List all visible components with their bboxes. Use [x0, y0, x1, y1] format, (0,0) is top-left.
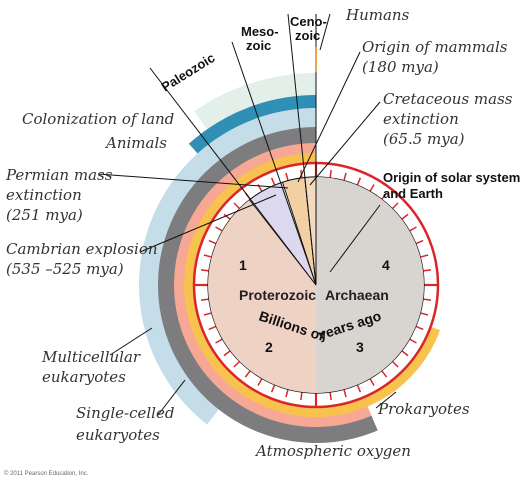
clock-tick — [356, 177, 362, 186]
clock-tick — [300, 391, 303, 401]
clock-number-4: 4 — [382, 257, 390, 273]
label-permian-1: Permian mass — [5, 166, 113, 184]
clock-tick — [270, 177, 276, 186]
clock-tick — [391, 360, 399, 368]
eon-label-archaean: Archaean — [325, 287, 389, 303]
clock-tick — [422, 298, 432, 301]
label-animals: Animals — [104, 134, 167, 152]
era-label-paleozoic: Paleozoic — [159, 50, 218, 94]
clock-number-1: 1 — [239, 257, 247, 273]
label-humans: Humans — [345, 6, 410, 24]
clock-tick — [422, 269, 432, 272]
leader-humans — [319, 13, 331, 51]
clock-tick — [203, 254, 212, 258]
label-mammals-1: Origin of mammals — [362, 38, 508, 56]
label-colonization: Colonization of land — [22, 110, 174, 128]
clock-tick — [381, 192, 388, 200]
clock-tick — [233, 360, 241, 368]
leader-cambrian — [139, 194, 277, 253]
clock-tick — [257, 378, 263, 386]
archaean-sector — [316, 177, 424, 393]
label-prokaryotes: Prokaryotes — [377, 400, 470, 418]
era-line-paleozoic-start — [149, 67, 317, 286]
label-solar-1: Origin of solar system — [383, 170, 520, 185]
clock-tick — [369, 184, 375, 192]
clock-number-3: 3 — [356, 339, 364, 355]
label-cretaceous-1: Cretaceous mass — [383, 90, 513, 108]
label-single-celled-1: Single-celled — [76, 404, 174, 422]
leader-multicellular — [109, 327, 153, 356]
clock-tick — [369, 378, 375, 386]
clock-tick — [285, 172, 289, 181]
clock-tick — [420, 312, 429, 316]
eon-label-proterozoic: Proterozoic — [239, 287, 316, 303]
copyright-text: © 2011 Pearson Education, Inc. — [4, 470, 89, 477]
leader-prokaryotes — [375, 391, 397, 409]
label-permian-2: extinction — [6, 186, 82, 204]
clock-tick — [233, 202, 241, 210]
clock-tick — [409, 338, 417, 344]
era-line-mesozoic-cenozoic — [287, 13, 317, 286]
clock-tick — [270, 384, 276, 393]
label-cambrian-1: Cambrian explosion — [6, 240, 158, 258]
label-multicellular-1: Multicellular — [41, 348, 141, 366]
label-cambrian-2: (535 –525 mya) — [6, 260, 124, 278]
label-mammals-2: (180 mya) — [362, 58, 439, 76]
multicellular-eukaryotes-band — [138, 108, 316, 425]
clock-tick — [200, 269, 210, 272]
leader-cretaceous — [309, 101, 381, 186]
label-solar-2: and Earth — [383, 186, 443, 201]
clock-tick — [329, 169, 332, 179]
clock-tick — [223, 350, 231, 357]
era-label-mesozoic-1: Meso- — [241, 24, 279, 39]
clock-tick — [343, 389, 347, 398]
clock-tick — [203, 312, 212, 316]
label-single-celled-2: eukaryotes — [76, 426, 160, 444]
leader-single-celled — [157, 379, 186, 416]
era-label-cenozoic-2: zoic — [295, 28, 320, 43]
clock-tick — [223, 213, 231, 220]
clock-tick — [409, 226, 417, 232]
era-label-cenozoic-1: Ceno- — [290, 14, 327, 29]
clock-tick — [208, 325, 217, 331]
label-cretaceous-2: extinction — [383, 110, 459, 128]
leader-solar — [329, 204, 381, 273]
clock-tick — [208, 239, 217, 245]
clock-tick — [215, 226, 223, 232]
era-line-paleozoic-mesozoic — [231, 41, 317, 286]
clock-tick — [356, 384, 362, 393]
clock-tick — [401, 350, 409, 357]
clock-number-2: 2 — [265, 339, 273, 355]
label-atmospheric-oxygen: Atmospheric oxygen — [254, 442, 411, 460]
clock-tick — [401, 213, 409, 220]
label-cretaceous-3: (65.5 mya) — [383, 130, 465, 148]
clock-tick — [329, 391, 332, 401]
clock-tick — [391, 202, 399, 210]
clock-tick — [415, 325, 424, 331]
clock-tick — [415, 239, 424, 245]
colonization-of-land-band — [194, 73, 316, 130]
era-label-mesozoic-2: zoic — [246, 38, 271, 53]
clock-tick — [420, 254, 429, 258]
leader-permian — [97, 173, 289, 189]
label-permian-3: (251 mya) — [6, 206, 83, 224]
clock-tick — [381, 370, 388, 378]
clock-tick — [215, 338, 223, 344]
clock-tick — [244, 370, 251, 378]
label-multicellular-2: eukaryotes — [42, 368, 126, 386]
leader-mammals — [297, 51, 361, 183]
clock-tick — [343, 172, 347, 181]
clock-tick — [285, 389, 289, 398]
clock-tick — [200, 298, 210, 301]
